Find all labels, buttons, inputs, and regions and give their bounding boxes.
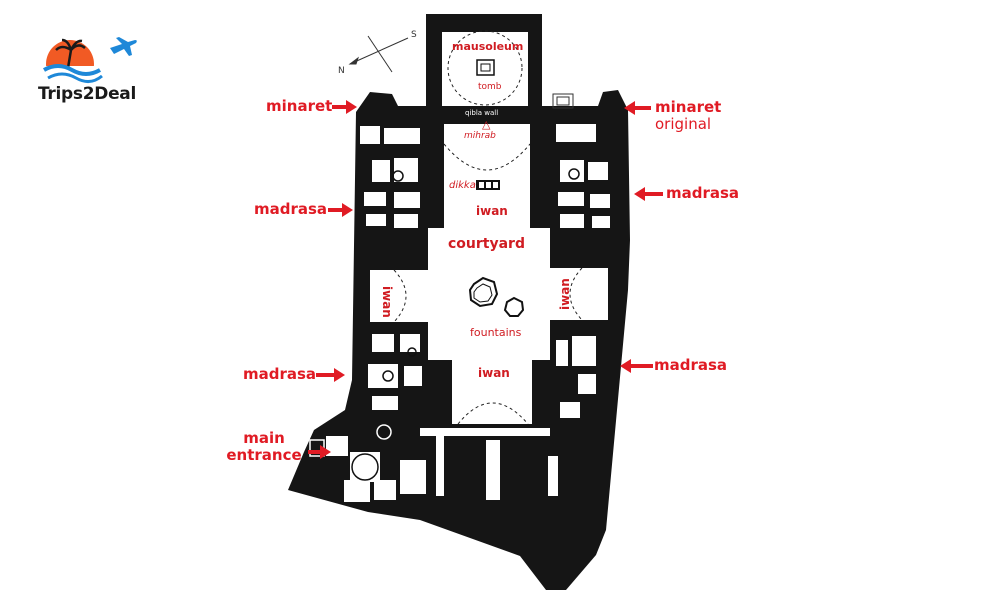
iwan-west-label: iwan	[380, 286, 394, 318]
brand-name: Trips2Deal	[38, 84, 136, 104]
minaret-right-label: minaret	[655, 98, 722, 116]
minaret-original-label: original	[655, 115, 712, 133]
madrasa-lower-right-callout: madrasa	[654, 356, 728, 374]
madrasa-upper-right-callout: madrasa	[666, 184, 740, 202]
iwan-north-label: iwan	[476, 204, 508, 218]
dikka-label: dikka	[449, 180, 476, 191]
fountains-label: fountains	[470, 326, 522, 339]
iwan-east-label: iwan	[558, 278, 572, 310]
compass-icon	[348, 35, 409, 73]
iwan-south-label: iwan	[478, 366, 510, 380]
minaret-left-callout: minaret	[266, 97, 333, 115]
palm-tree-icon	[55, 38, 86, 69]
madrasa-upper-left-callout: madrasa	[254, 200, 328, 218]
wave-icon	[43, 64, 101, 76]
courtyard-label: courtyard	[448, 236, 525, 252]
compass-north-label: N	[338, 66, 345, 76]
mihrab-icon: △	[482, 118, 491, 131]
compass-south-label: S	[411, 30, 417, 40]
airplane-icon	[110, 37, 137, 56]
madrasa-lower-left-callout: madrasa	[243, 365, 317, 383]
tomb-label: tomb	[478, 82, 502, 92]
trips2deal-logo	[38, 37, 137, 96]
main-entrance-line2: entrance	[226, 446, 302, 464]
minaret-right-callout: minaret original	[655, 99, 721, 133]
main-entrance-callout: main entrance	[222, 430, 306, 464]
mausoleum-label: mausoleum	[452, 40, 524, 53]
qibla-wall-label: qibla wall	[465, 109, 499, 117]
main-entrance-line1: main	[243, 429, 285, 447]
mihrab-label: mihrab	[464, 131, 496, 141]
